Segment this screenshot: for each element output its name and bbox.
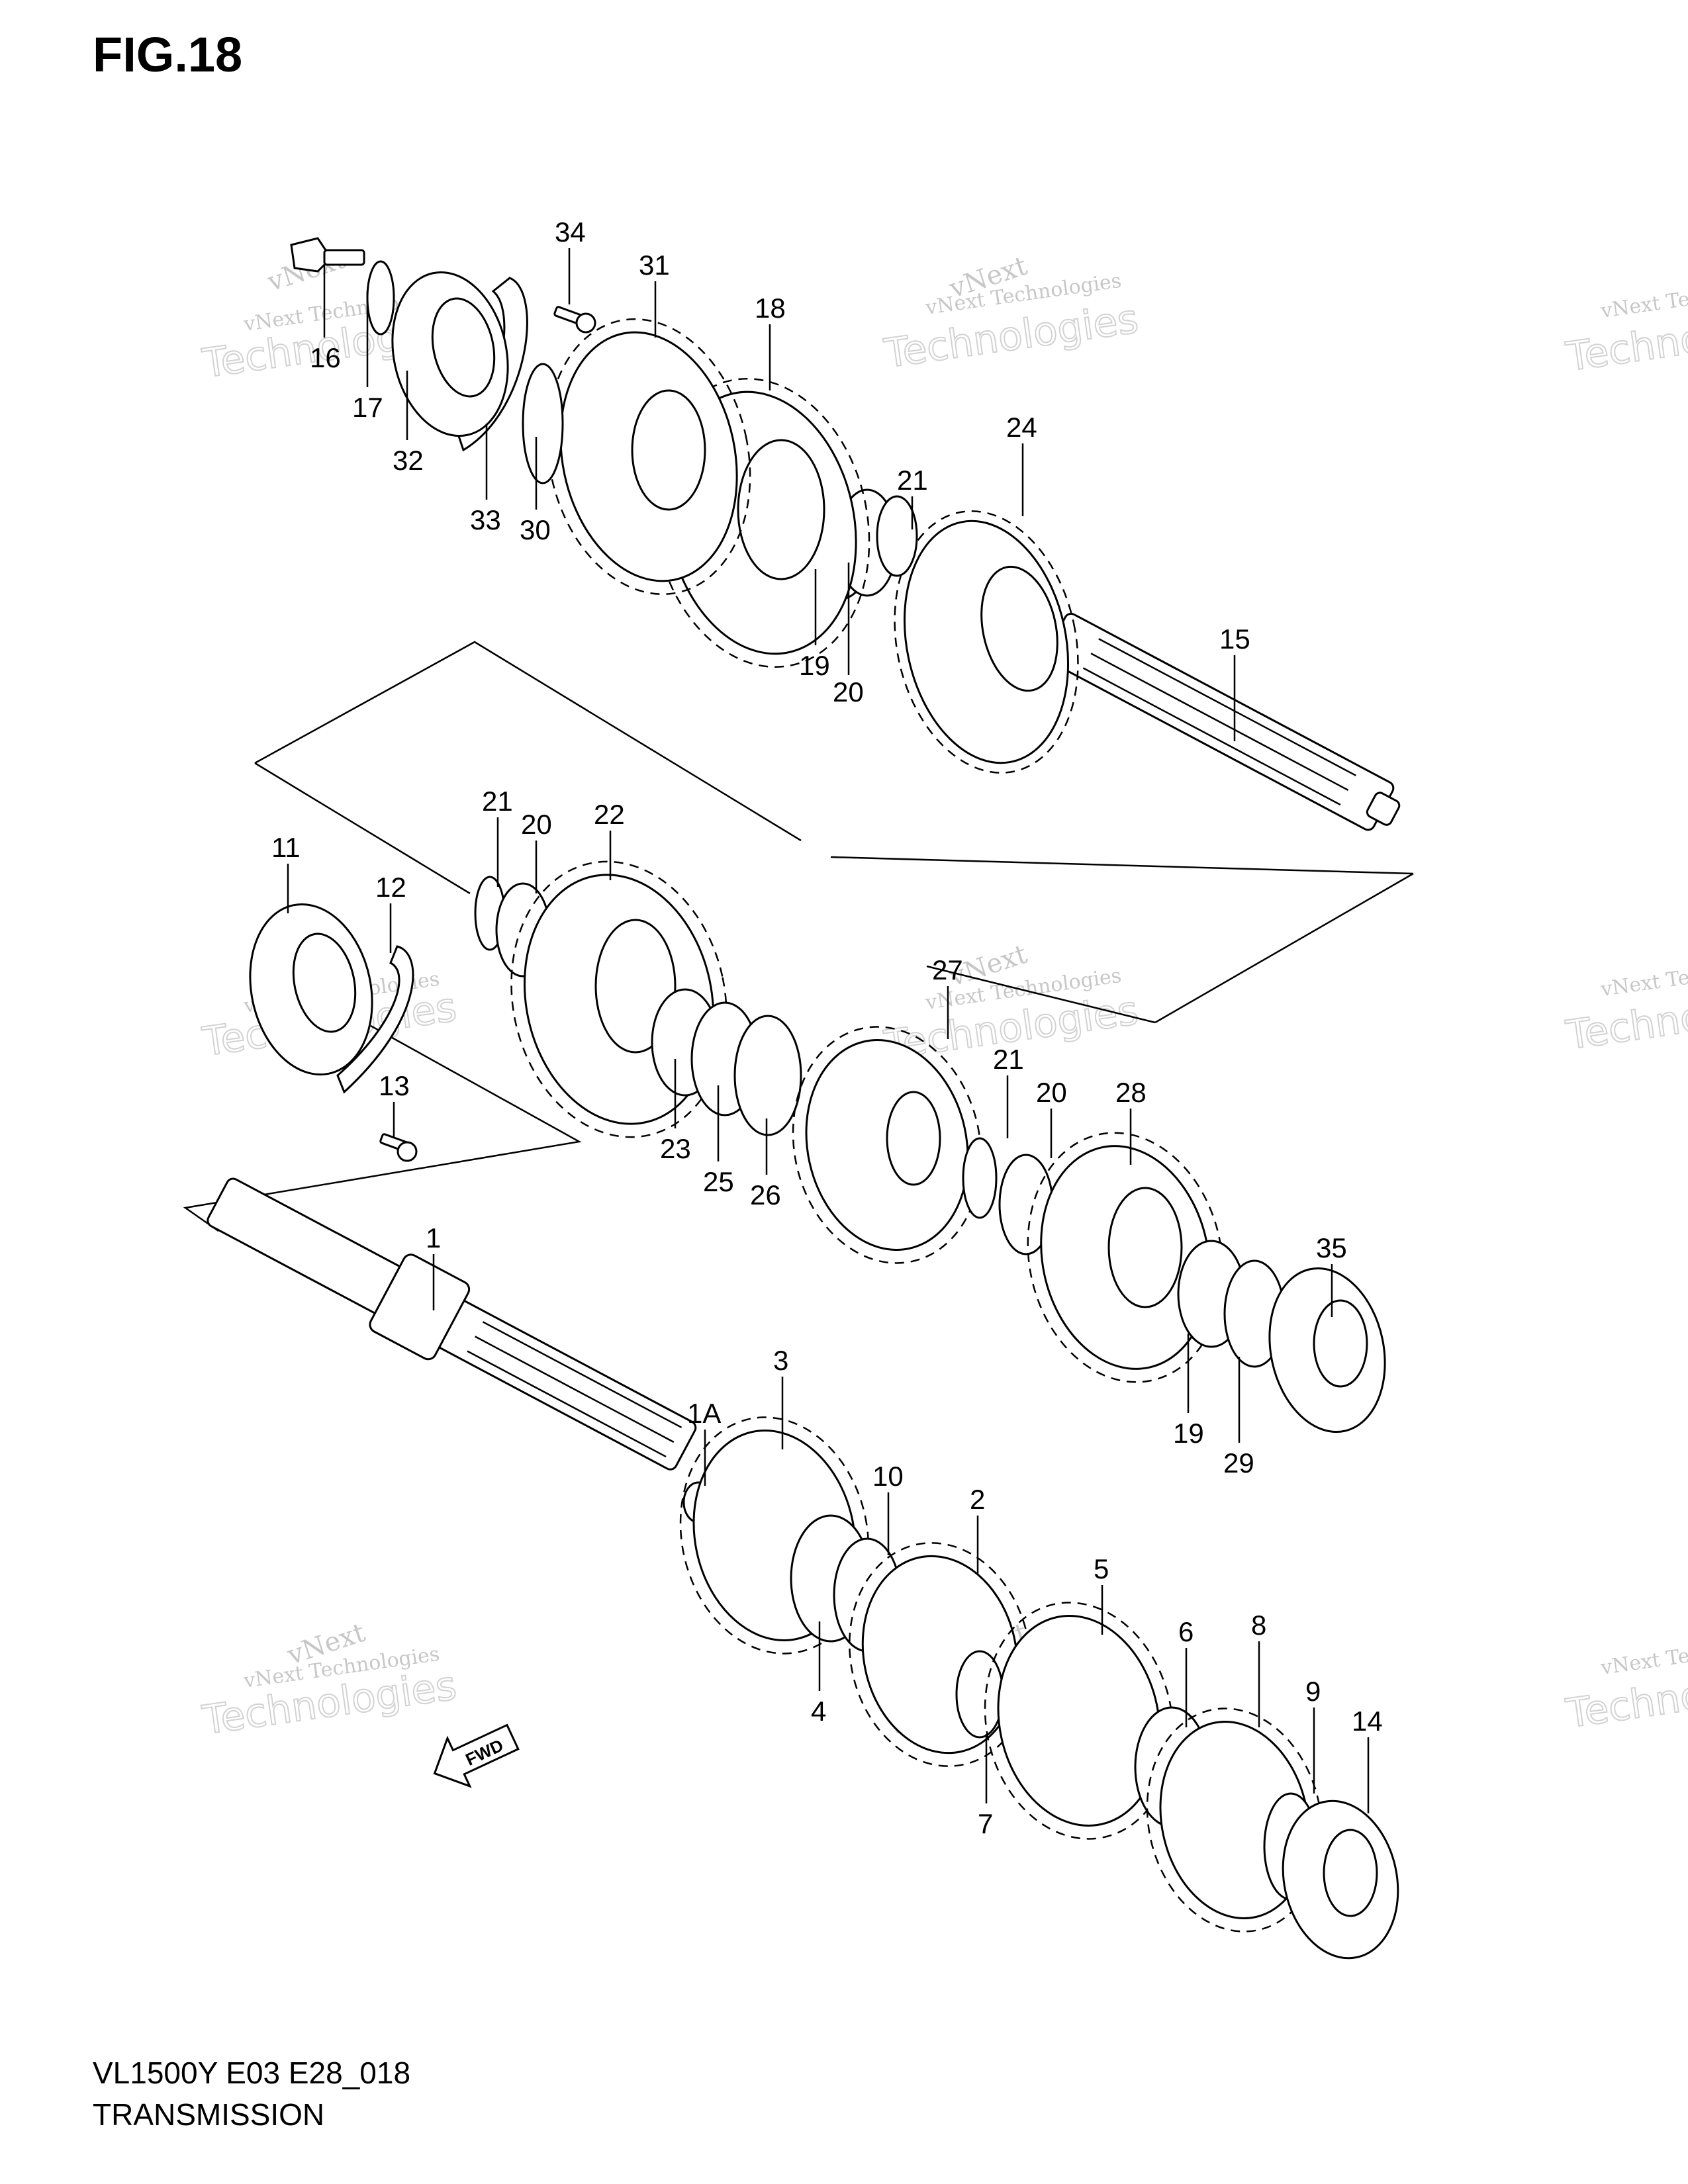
watermark-text: Technologies [881,296,1141,377]
callout-10: 10 [872,1461,904,1492]
callout-9: 9 [1305,1676,1321,1707]
gear-28 [1027,1132,1224,1383]
callout-labels: 34 31 18 16 17 32 33 30 24 21 19 20 15 2… [271,216,1383,1839]
callout-33: 33 [470,504,501,535]
model-code: VL1500Y E03 E28_018 [93,2056,411,2090]
callout-18: 18 [755,293,786,324]
mainshaft-1 [207,1177,697,1471]
callout-21-mid: 21 [482,786,513,817]
bearing-14 [1282,1799,1399,1960]
retainer-33 [455,277,528,452]
callout-21-lower: 21 [993,1044,1024,1075]
leader-lines [287,248,1370,1813]
watermark-text: vNext Technologies [1599,1629,1688,1680]
callout-19-lower: 19 [1173,1418,1204,1449]
gear-27 [792,1026,982,1264]
gear-31 [546,318,751,596]
screw-13 [379,1133,418,1162]
washer-17 [366,260,395,336]
circlip-21 [876,495,918,577]
callout-5: 5 [1094,1553,1109,1584]
callout-35: 35 [1316,1232,1347,1263]
outline-line [254,641,802,842]
callout-25: 25 [703,1166,734,1197]
screw-34 [553,306,596,334]
bearing-11 [249,903,373,1076]
gear-5 [984,1602,1174,1840]
callout-27: 27 [932,954,963,985]
callout-22: 22 [594,799,625,830]
callout-34: 34 [555,216,586,248]
figure-caption: TRANSMISSION [93,2097,325,2132]
circlip-21c [962,1137,998,1219]
callout-17: 17 [352,392,383,423]
outline-line [1154,872,1414,1024]
callout-28: 28 [1115,1077,1147,1108]
bolt-16 [290,237,365,273]
callout-29: 29 [1223,1447,1254,1479]
callout-6: 6 [1178,1616,1194,1647]
callout-15: 15 [1219,623,1250,655]
callout-1: 1 [426,1222,441,1253]
callout-7: 7 [978,1808,993,1839]
countershaft-15 [1045,612,1401,831]
callout-12: 12 [375,872,406,903]
callout-1A: 1A [687,1398,721,1429]
watermark-text: vNext Technologies [1599,951,1688,1001]
callout-14: 14 [1352,1706,1383,1737]
callout-23: 23 [660,1133,691,1164]
callout-16: 16 [310,342,341,373]
fwd-arrow: FWD [433,1723,520,1788]
outline-line [183,1024,582,1232]
callout-2: 2 [970,1484,985,1515]
callout-20-mid: 20 [521,809,552,840]
callout-21-upper: 21 [897,465,928,496]
washer-30 [522,363,564,484]
outline-line [926,965,1156,1024]
washer-7 [955,1650,1004,1739]
callout-11: 11 [271,832,301,863]
assembly-outline [183,641,1414,1232]
watermark-text: vNext Technologies [1599,273,1688,323]
callout-20-lower: 20 [1036,1077,1067,1108]
callout-19-upper: 19 [799,650,830,681]
callout-30: 30 [520,514,551,545]
callout-4: 4 [811,1696,826,1727]
figure-title: FIG.18 [93,27,243,82]
callout-24: 24 [1006,412,1037,443]
callout-20-upper: 20 [833,676,864,707]
callout-26: 26 [750,1179,781,1210]
callout-8: 8 [1251,1610,1266,1641]
countershaft-assembly [290,237,1401,831]
washer-26 [733,1015,802,1136]
bearing-35 [1268,1267,1386,1433]
outline-line [830,856,1414,875]
callout-3: 3 [773,1345,788,1376]
gear-24 [894,510,1079,774]
bearing-32 [391,271,509,437]
callout-31: 31 [639,250,670,281]
outline-line [254,762,471,895]
callout-32: 32 [393,445,424,476]
callout-13: 13 [379,1070,410,1101]
retainer-12 [336,945,414,1094]
